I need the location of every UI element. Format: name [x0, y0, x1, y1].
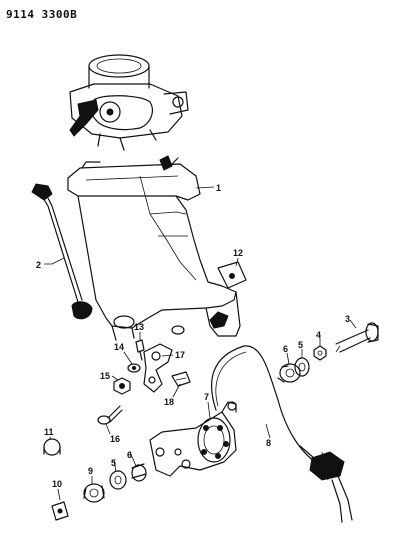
washer-part-5-left	[109, 470, 127, 490]
bolt-part-3	[335, 322, 379, 353]
callout-6-left: 6	[127, 450, 132, 460]
callout-16: 16	[110, 434, 120, 444]
callout-5-left: 5	[111, 458, 116, 468]
leader-lines	[44, 186, 357, 501]
bracket-part-12	[217, 261, 247, 289]
bushing-part-6-left	[131, 463, 147, 482]
callout-11: 11	[44, 427, 54, 437]
callout-12: 12	[233, 248, 243, 258]
callout-4: 4	[316, 330, 321, 340]
bushing-part-9	[83, 483, 105, 503]
bracket-part-1	[67, 155, 241, 341]
callout-3: 3	[345, 314, 350, 324]
callout-1: 1	[216, 183, 221, 193]
washer-part-14	[127, 363, 141, 373]
callout-15: 15	[100, 371, 110, 381]
throttle-cable-part-8	[210, 345, 353, 523]
callout-10: 10	[52, 479, 62, 489]
bushing-part-6-right	[277, 363, 301, 383]
callout-7: 7	[204, 392, 209, 402]
callout-17: 17	[175, 350, 185, 360]
callout-2: 2	[36, 260, 41, 270]
callout-8: 8	[266, 438, 271, 448]
callout-9: 9	[88, 466, 93, 476]
lever-part-17	[143, 343, 173, 393]
bolt-part-16	[97, 405, 123, 425]
nut-part-4	[313, 345, 327, 361]
document-number: 9114 3300B	[6, 8, 78, 21]
throttle-body	[69, 54, 189, 151]
nut-part-15	[113, 377, 131, 395]
bolt-part-13	[135, 339, 145, 361]
cap-part-11	[43, 438, 61, 456]
callout-13: 13	[134, 322, 144, 332]
callout-18: 18	[164, 397, 174, 407]
pulley-bracket-part-7	[149, 401, 237, 477]
control-rod-part-2	[31, 183, 93, 320]
clip-part-10	[51, 501, 69, 521]
callout-5-right: 5	[298, 340, 303, 350]
callout-14: 14	[114, 342, 124, 352]
callout-labels: 1 2 3 4 5 6 7 8 9 10 11 12 13 14 15 16 1…	[36, 183, 350, 489]
clip-part-18	[171, 371, 191, 387]
callout-6-right: 6	[283, 344, 288, 354]
